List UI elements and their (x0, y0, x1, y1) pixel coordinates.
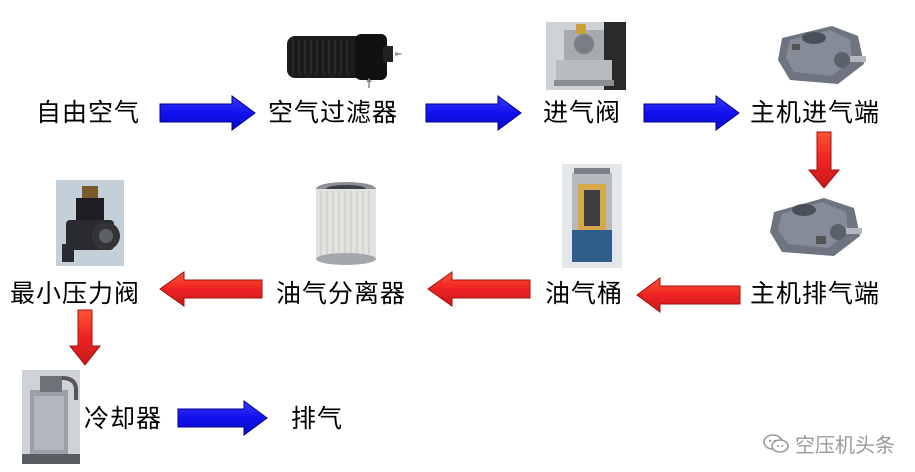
air-filter-photo (283, 22, 413, 88)
node-intake-valve: 进气阀 (543, 98, 622, 127)
arrow-outlet-to-tank (636, 277, 741, 313)
watermark-text: 空压机头条 (795, 433, 895, 457)
screw-airend-photo (772, 20, 868, 90)
node-oil-tank: 油气桶 (545, 279, 624, 308)
node-cooler: 冷却器 (84, 404, 163, 433)
screw-airend-photo (766, 190, 866, 262)
arrow-separator-to-mpv (159, 271, 263, 307)
arrow-mpv-to-cooler (68, 309, 102, 366)
node-free-air: 自由空气 (36, 98, 141, 127)
arrow-tank-to-separator (427, 271, 531, 307)
node-exhaust: 排气 (291, 404, 344, 433)
separator-element-photo (313, 179, 379, 267)
watermark: 空压机头条 (763, 429, 895, 458)
node-air-filter: 空气过滤器 (268, 98, 399, 127)
intake-valve-photo (546, 22, 626, 90)
node-airend-outlet: 主机排气端 (750, 279, 881, 308)
min-pressure-valve-photo (56, 180, 124, 266)
node-separator: 油气分离器 (276, 279, 407, 308)
arrow-filter-to-valve (425, 95, 522, 131)
arrow-free-air-to-filter (159, 95, 256, 131)
node-min-pressure-valve: 最小压力阀 (10, 279, 141, 308)
cooler-photo (22, 370, 80, 464)
arrow-inlet-to-outlet (807, 131, 841, 189)
arrow-cooler-to-exhaust (177, 400, 268, 436)
wechat-icon (763, 433, 789, 455)
node-airend-inlet: 主机进气端 (750, 98, 881, 127)
arrow-valve-to-inlet (643, 95, 740, 131)
oil-tank-photo (562, 164, 622, 268)
